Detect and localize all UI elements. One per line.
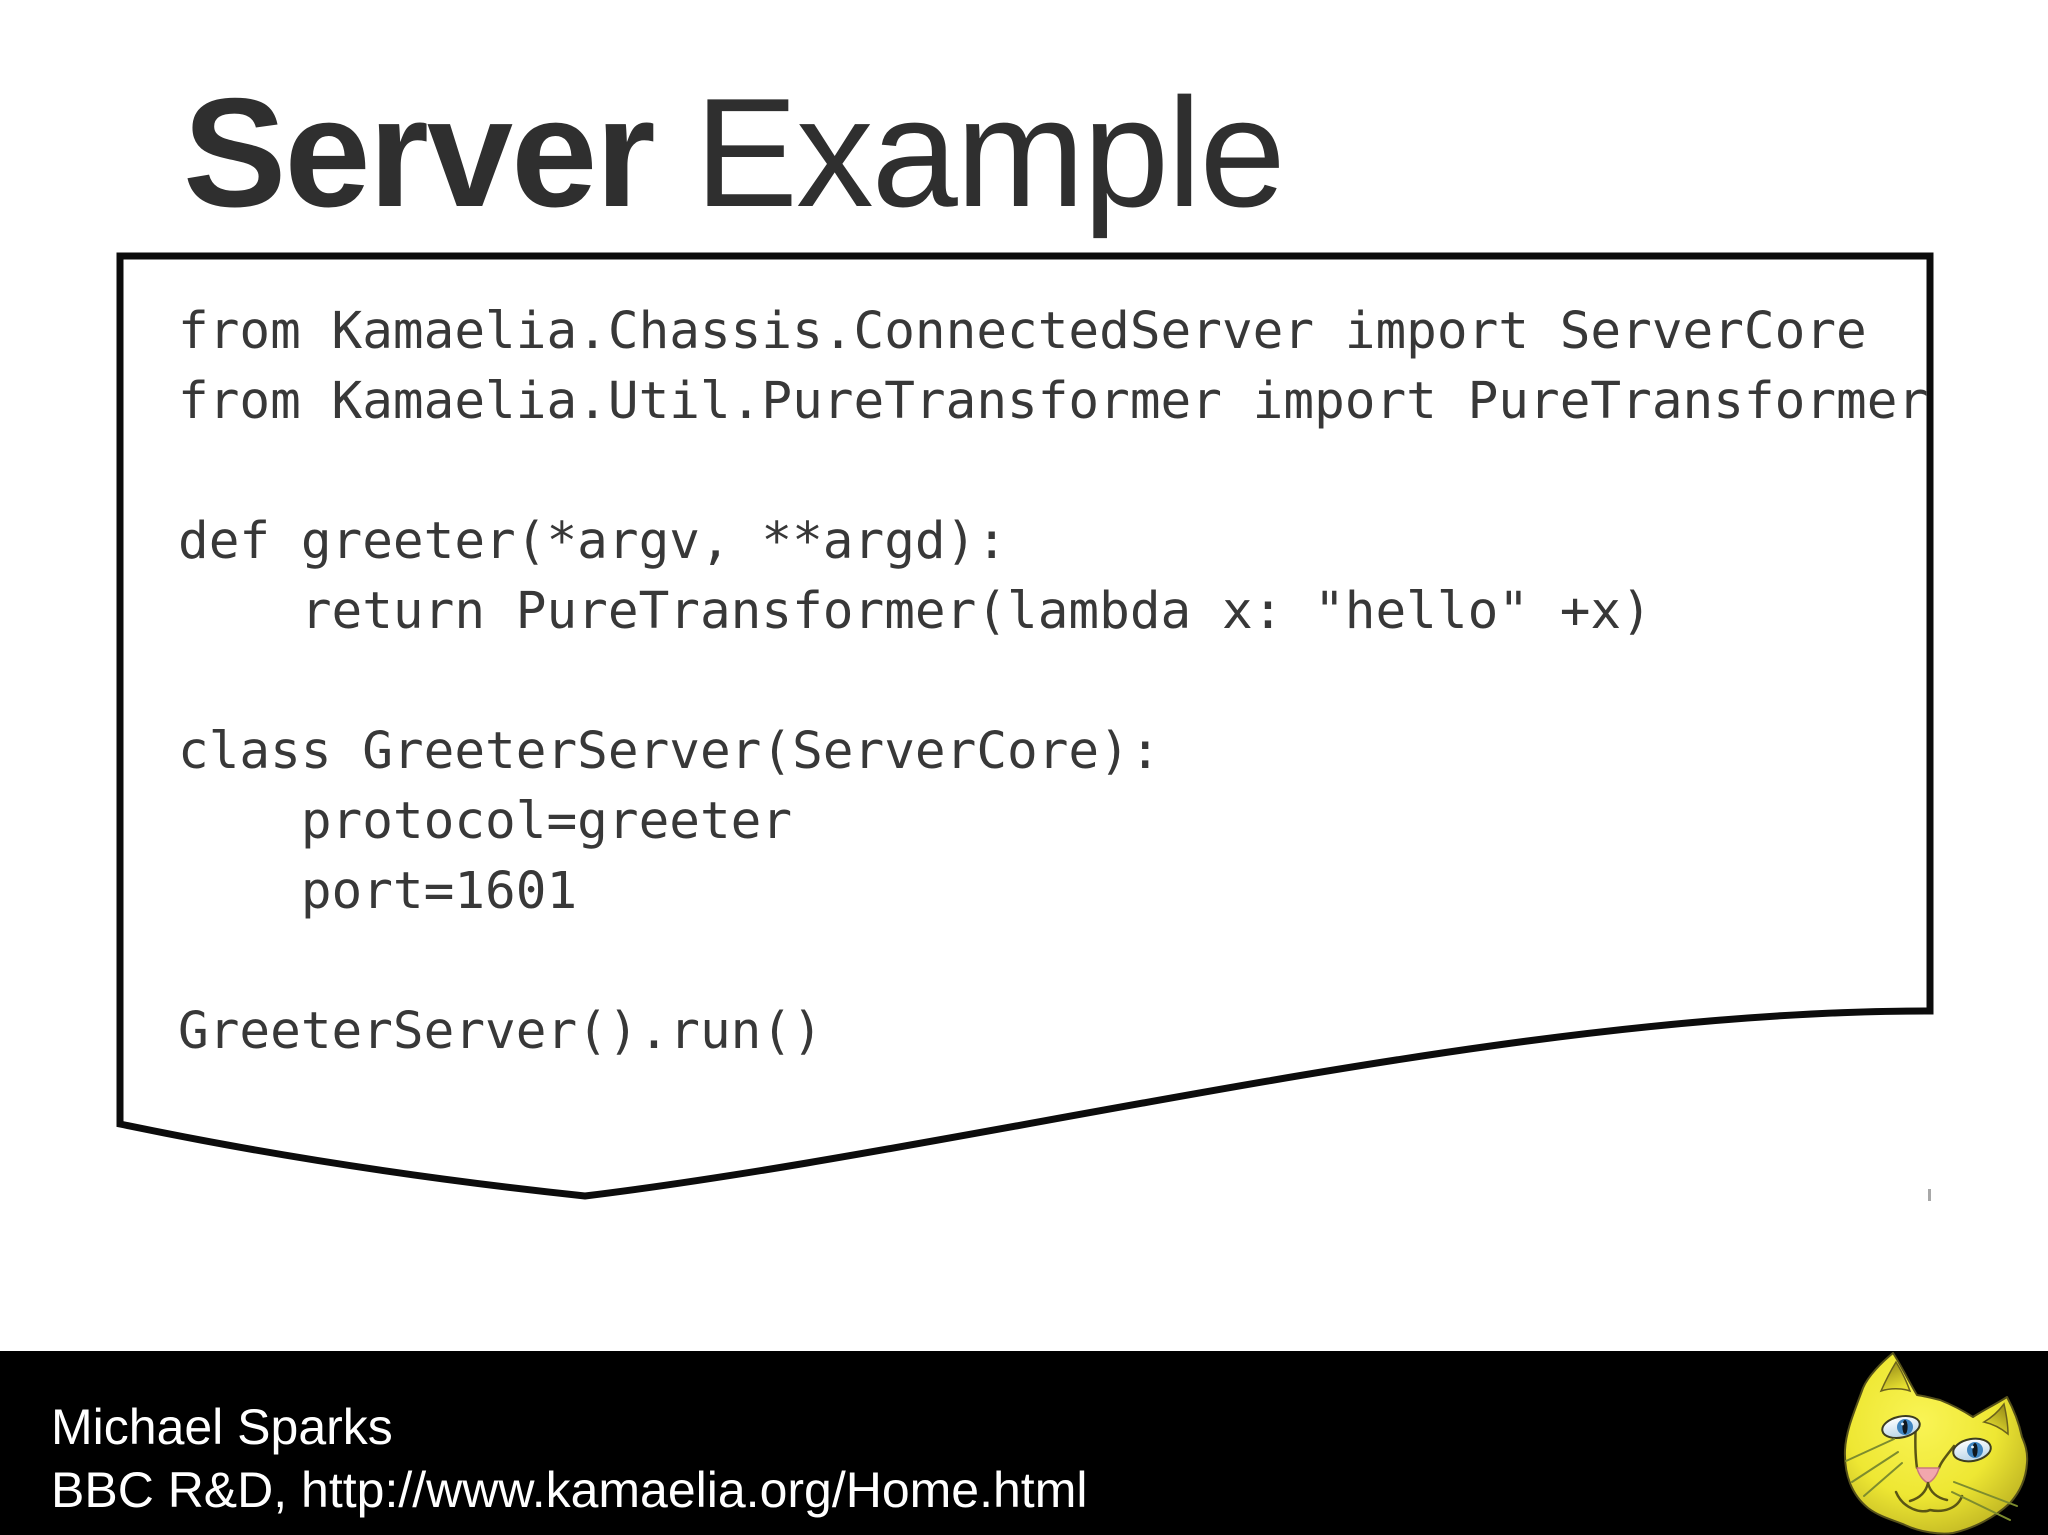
cat-right-eye (1952, 1437, 1992, 1463)
footer-author: Michael Sparks (51, 1399, 393, 1455)
cat-left-inner-ear (1879, 1360, 1912, 1393)
stray-mark (1928, 1189, 1931, 1201)
cat-right-inner-ear (1981, 1402, 2009, 1436)
cat-left-eye (1881, 1414, 1921, 1440)
cat-mouth (1894, 1481, 1964, 1513)
footer-bar: Michael Sparks BBC R&D, http://www.kamae… (0, 1351, 2048, 1535)
code-listing: from Kamaelia.Chassis.ConnectedServer im… (178, 302, 1929, 1061)
footer-affiliation-url: BBC R&D, http://www.kamaelia.org/Home.ht… (51, 1462, 1088, 1518)
cat-head (1843, 1352, 2029, 1535)
title-word-example: Example (653, 66, 1286, 239)
page-title: Server Example (183, 64, 1286, 242)
kamaelia-cat-icon (1843, 1352, 2029, 1535)
title-word-server: Server (183, 66, 656, 239)
cat-whiskers (1845, 1438, 2018, 1521)
